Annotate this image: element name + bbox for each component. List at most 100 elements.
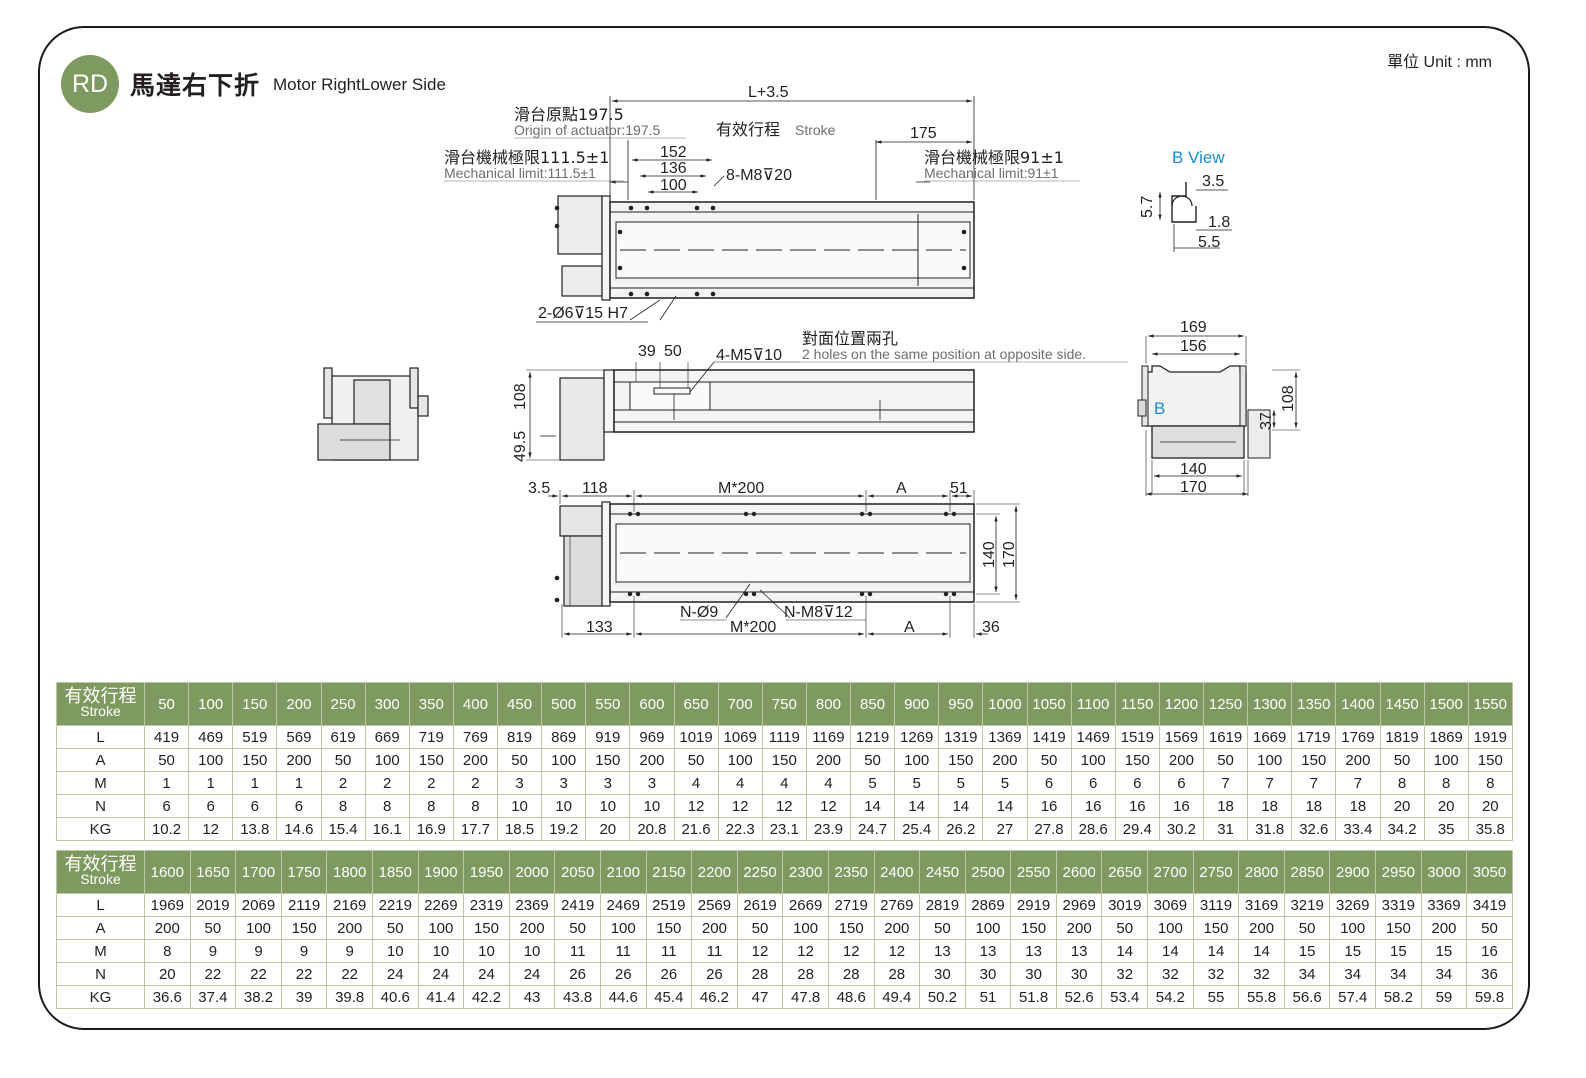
- table-cell: 51.8: [1010, 985, 1057, 1009]
- stroke-label-en: Stroke: [795, 122, 836, 138]
- table-cell: 8: [320, 794, 366, 818]
- table-cell: 100: [599, 916, 647, 940]
- stroke-value: 2600: [1055, 850, 1103, 894]
- table-cell: 15: [1329, 939, 1377, 963]
- table-cell: 37.4: [189, 985, 237, 1009]
- table-cell: 10: [417, 939, 465, 963]
- table-cell: 6: [1070, 771, 1116, 795]
- table-cell: 14: [1192, 939, 1240, 963]
- table-cell: 3: [496, 771, 543, 795]
- table-cell: 150: [1375, 916, 1422, 940]
- table-cell: 28.6: [1070, 817, 1116, 841]
- table-cell: 3019: [1101, 893, 1149, 917]
- mech-limit-left-cn: 滑台機械極限111.5±1: [444, 148, 609, 167]
- table-cell: 150: [1114, 748, 1160, 772]
- table-cell: 14: [894, 794, 940, 818]
- table-cell: 8: [1423, 771, 1469, 795]
- table-cell: 200: [1238, 916, 1285, 940]
- table-cell: 150: [232, 748, 278, 772]
- table-cell: 28: [736, 962, 784, 986]
- stroke-value: 2000: [508, 850, 556, 894]
- table-cell: 34: [1420, 962, 1468, 986]
- stroke-value: 1150: [1114, 682, 1160, 726]
- end-dim-37: 37: [1258, 412, 1275, 430]
- table-cell: 10: [629, 794, 675, 818]
- table-cell: 8: [364, 794, 410, 818]
- table-cell: 20: [1423, 794, 1469, 818]
- table-cell: 14: [1147, 939, 1194, 963]
- stroke-header-en: Stroke: [80, 871, 121, 887]
- unit-label: 單位 Unit : mm: [1387, 54, 1492, 71]
- table-cell: 619: [320, 725, 366, 749]
- stroke-value: 2100: [599, 850, 647, 894]
- table-cell: 150: [1467, 748, 1513, 772]
- table-cell: 100: [964, 916, 1012, 940]
- table-cell: 26: [599, 962, 647, 986]
- table-cell: 200: [1158, 748, 1205, 772]
- table-cell: 18: [1291, 794, 1337, 818]
- table-cell: 5: [982, 771, 1028, 795]
- table-cell: 50: [320, 748, 366, 772]
- table-cell: 3169: [1238, 893, 1285, 917]
- table-cell: 33.4: [1335, 817, 1381, 841]
- table-cell: 13: [1010, 939, 1057, 963]
- stroke-label-cn: 有效行程: [716, 120, 780, 139]
- table-cell: 2669: [782, 893, 829, 917]
- table-cell: 47.8: [782, 985, 829, 1009]
- table-cell: 21.6: [673, 817, 719, 841]
- stroke-value: 2900: [1329, 850, 1377, 894]
- table-cell: 969: [629, 725, 675, 749]
- row-label: M: [56, 939, 145, 963]
- table-cell: 2369: [508, 893, 556, 917]
- table-cell: 34: [1283, 962, 1331, 986]
- stroke-header-cn: 有效行程: [64, 686, 137, 707]
- table-cell: 32.6: [1291, 817, 1337, 841]
- stroke-value: 1600: [144, 850, 191, 894]
- stroke-value: 1500: [1423, 682, 1469, 726]
- table-cell: 1519: [1114, 725, 1160, 749]
- stroke-value: 950: [938, 682, 984, 726]
- table-cell: 24.7: [849, 817, 896, 841]
- table-cell: 3069: [1147, 893, 1194, 917]
- stroke-value: 50: [143, 682, 190, 726]
- bottom-view: [548, 490, 1020, 638]
- stroke-value: 1550: [1467, 682, 1513, 726]
- table-cell: 11: [554, 939, 601, 963]
- table-cell: 419: [143, 725, 190, 749]
- table-cell: 769: [452, 725, 499, 749]
- table-cell: 3219: [1283, 893, 1331, 917]
- table-cell: 200: [326, 916, 373, 940]
- table-cell: 48.6: [827, 985, 875, 1009]
- holes-m8-callout: 8-M8⊽20: [726, 167, 792, 184]
- pin-holes-callout: 2-Ø6⊽15 H7: [538, 305, 628, 322]
- stroke-value: 1450: [1379, 682, 1425, 726]
- opposite-holes-en: 2 holes on the same position at opposite…: [802, 346, 1086, 362]
- table-cell: 28: [827, 962, 875, 986]
- stroke-value: 350: [408, 682, 454, 726]
- table-cell: 3269: [1329, 893, 1377, 917]
- stroke-value: 1300: [1247, 682, 1293, 726]
- table-cell: 4: [673, 771, 719, 795]
- table-cell: 50: [1283, 916, 1331, 940]
- table-cell: 6: [1158, 771, 1205, 795]
- table-cell: 200: [508, 916, 556, 940]
- table-cell: 200: [873, 916, 921, 940]
- stroke-value: 750: [761, 682, 807, 726]
- table-cell: 1219: [849, 725, 896, 749]
- table-cell: 22: [280, 962, 328, 986]
- table-cell: 12: [827, 939, 875, 963]
- stroke-value: 200: [276, 682, 322, 726]
- stroke-value: 1200: [1158, 682, 1205, 726]
- table-cell: 46.2: [691, 985, 738, 1009]
- stroke-value: 450: [496, 682, 543, 726]
- table-cell: 30: [919, 962, 966, 986]
- table-cell: 12: [717, 794, 763, 818]
- table-cell: 7: [1335, 771, 1381, 795]
- table-cell: 50: [919, 916, 966, 940]
- table-cell: 50: [371, 916, 419, 940]
- table-cell: 59: [1420, 985, 1468, 1009]
- stroke-value: 1850: [371, 850, 419, 894]
